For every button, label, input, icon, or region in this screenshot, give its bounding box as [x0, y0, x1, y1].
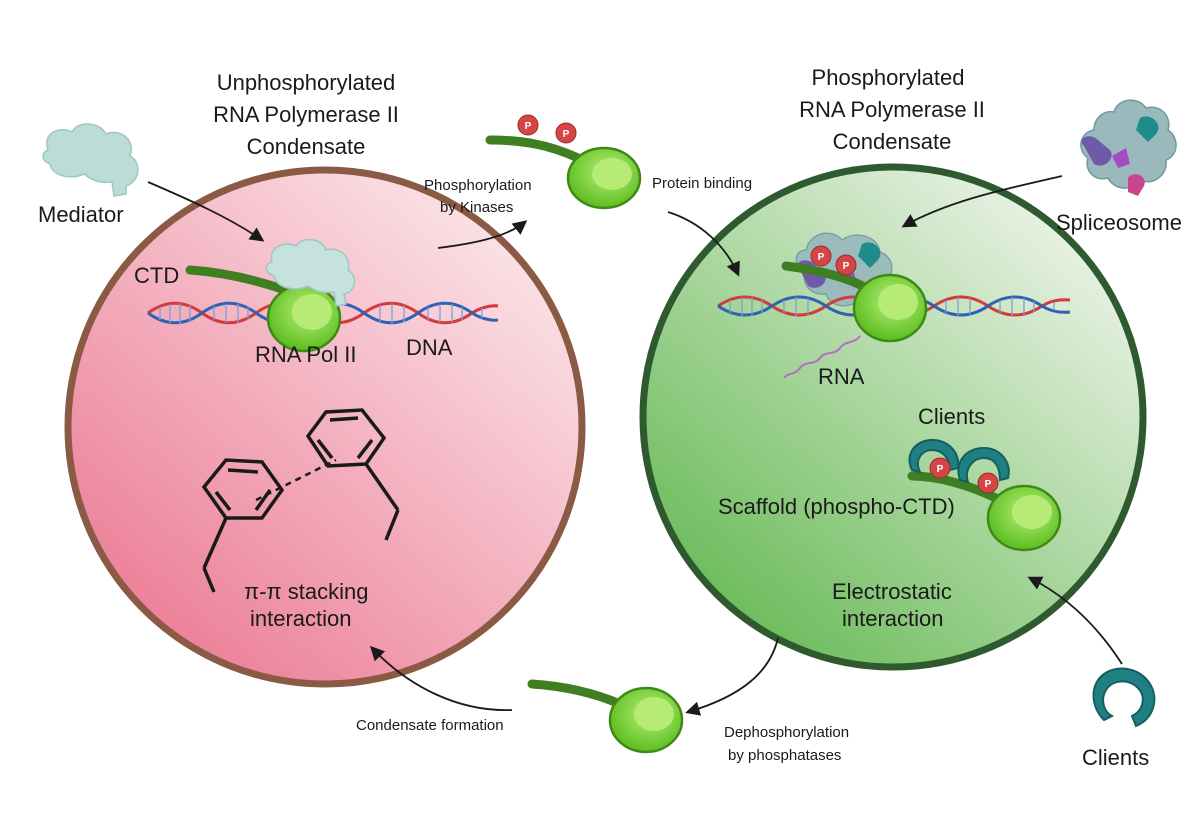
rna-pol-ii-label: RNA Pol II: [255, 342, 356, 367]
phospho-mark-right-2: P: [835, 254, 857, 276]
left-title-line-1: Unphosphorylated: [217, 70, 396, 95]
condensate-formation-arrow: [370, 645, 513, 711]
dephosphorylation-arrow: [685, 637, 779, 716]
left-title-line-2: RNA Polymerase II: [213, 102, 399, 127]
ctd-tail-left: [185, 265, 290, 295]
clients-inside-label: Clients: [918, 404, 985, 429]
clients-arrow: [1027, 576, 1123, 665]
phospho-mark-top-1: P: [517, 114, 539, 136]
client-icon-outside: [1092, 667, 1156, 728]
rna-strand: [783, 335, 861, 379]
pi-stacking-dashed-line: [255, 458, 337, 502]
svg-text:P: P: [563, 129, 570, 140]
phospho-mark-top-2: P: [555, 122, 577, 144]
ctd-tail-top: [485, 135, 583, 163]
rna-pol-ii-right-highlight: [878, 284, 918, 320]
rna-label: RNA: [818, 364, 865, 389]
dna-label: DNA: [406, 335, 453, 360]
dephosphorylation-label-line-1: Dephosphorylation: [724, 724, 849, 741]
right-title-line-2: RNA Polymerase II: [799, 97, 985, 122]
ctd-tail-scaffold: [907, 471, 1005, 505]
phospho-mark-scaffold-1: P: [929, 457, 951, 479]
left-title-line-3: Condensate: [247, 134, 366, 159]
phospho-mark-right-1: P: [810, 245, 832, 267]
condensate-formation-label: Condensate formation: [356, 717, 504, 734]
svg-text:P: P: [985, 479, 992, 490]
svg-text:P: P: [937, 464, 944, 475]
client-bound-icon-2: [957, 446, 1010, 484]
rna-pol-ii-top-highlight: [592, 158, 632, 190]
spliceosome-label: Spliceosome: [1056, 210, 1182, 235]
right-title-line-3: Condensate: [833, 129, 952, 154]
protein-binding-label: Protein binding: [652, 175, 752, 192]
electrostatic-label-line-1: Electrostatic: [832, 579, 952, 604]
protein-binding-arrow: [667, 211, 740, 277]
spliceosome-arrow: [901, 175, 1063, 228]
pi-stacking-label-line-2: interaction: [250, 606, 352, 631]
mediator-on-pol-icon: [265, 238, 356, 307]
svg-text:P: P: [818, 252, 825, 263]
phosphorylation-label-line-1: Phosphorylation: [424, 177, 532, 194]
rna-pol-ii-bottom-highlight: [634, 697, 674, 731]
scaffold-pol-ii-highlight: [1012, 495, 1052, 529]
ctd-label: CTD: [134, 263, 179, 288]
phospho-mark-scaffold-2: P: [977, 472, 999, 494]
rna-pol-ii-left-highlight: [292, 294, 332, 330]
mediator-icon: [42, 123, 139, 197]
dephosphorylation-label-line-2: by phosphatases: [728, 747, 841, 764]
left-condensate-circle: [64, 166, 586, 688]
phosphorylation-arrow: [437, 220, 528, 249]
mediator-arrow: [147, 181, 265, 242]
electrostatic-label-line-2: interaction: [842, 606, 944, 631]
svg-text:P: P: [843, 261, 850, 272]
svg-text:P: P: [525, 121, 532, 132]
mediator-label: Mediator: [38, 202, 124, 227]
ctd-tail-bottom: [527, 679, 625, 709]
clients-outside-label: Clients: [1082, 745, 1149, 770]
spliceosome-icon: [1080, 99, 1177, 196]
pi-stacking-label-line-1: π-π stacking: [244, 579, 369, 604]
phosphorylation-label-line-2: by Kinases: [440, 199, 513, 216]
right-title-line-1: Phosphorylated: [812, 65, 965, 90]
scaffold-label: Scaffold (phospho-CTD): [718, 494, 955, 519]
